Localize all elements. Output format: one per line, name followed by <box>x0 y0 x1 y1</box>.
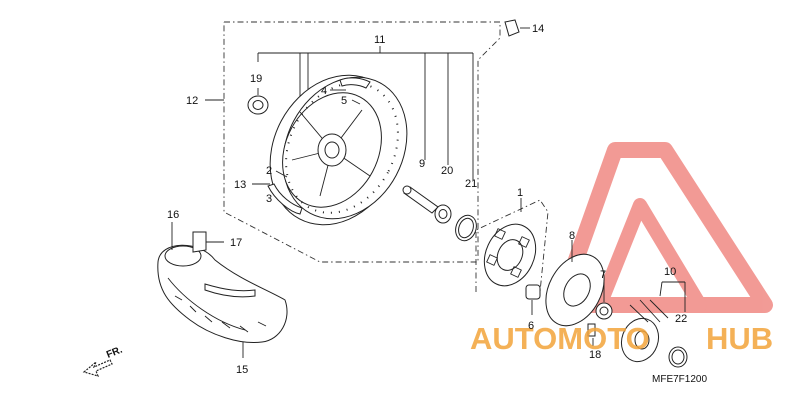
balance-weight-13 <box>267 77 371 215</box>
label-18: 18 <box>589 349 601 361</box>
o-ring-7 <box>595 280 613 320</box>
tyre-15 <box>157 244 288 358</box>
watermark-logo <box>552 142 773 313</box>
label-12: 12 <box>186 95 198 107</box>
label-17: 17 <box>230 237 242 249</box>
label-7: 7 <box>600 269 606 281</box>
seal-21 <box>455 214 477 242</box>
rim-band-17 <box>192 231 224 253</box>
label-15: 15 <box>236 364 248 376</box>
drawing-code: MFE7F1200 <box>652 374 707 385</box>
callout-10 <box>659 281 686 312</box>
watermark-text: AUTOMOTO HUB <box>470 321 773 356</box>
bolt-18 <box>587 323 596 346</box>
o-ring-hub <box>668 346 688 368</box>
label-13: 13 <box>234 179 246 191</box>
label-11: 11 <box>374 34 385 46</box>
hub-flange-22 <box>620 299 669 363</box>
leader-5 <box>351 99 361 105</box>
label-16: 16 <box>167 209 179 221</box>
label-9: 9 <box>419 158 425 170</box>
wheel-assembly-outline <box>223 21 501 263</box>
part-labels: 11 14 19 12 4 5 2 13 3 9 20 21 1 8 7 10 … <box>167 23 687 376</box>
label-2: 2 <box>266 165 272 177</box>
tube-16 <box>164 222 202 267</box>
direction-label: FR. <box>105 344 124 360</box>
label-1: 1 <box>517 187 523 199</box>
label-20: 20 <box>441 165 453 177</box>
bearing-20 <box>434 204 452 224</box>
spacer-9 <box>402 185 439 214</box>
label-3: 3 <box>266 193 272 205</box>
bearing-19 <box>247 88 269 115</box>
callout-11 <box>257 46 474 180</box>
watermark-text-left: AUTOMOTO <box>470 321 650 356</box>
label-21: 21 <box>465 178 477 190</box>
driven-flange-8 <box>545 240 605 327</box>
label-5: 5 <box>341 95 347 107</box>
label-8: 8 <box>569 230 575 242</box>
label-4: 4 <box>321 85 327 97</box>
label-22: 22 <box>675 313 687 325</box>
leader-2 <box>275 170 288 178</box>
hub-assembly-outline <box>475 199 549 293</box>
label-19: 19 <box>250 73 262 85</box>
watermark-text-right: HUB <box>706 321 773 356</box>
label-14: 14 <box>532 23 544 35</box>
label-10: 10 <box>664 266 676 278</box>
front-direction-arrow <box>82 359 113 377</box>
rear-wheel <box>269 74 408 226</box>
cap-14 <box>504 19 530 37</box>
damper-1 <box>483 223 537 287</box>
collar-6 <box>525 284 541 315</box>
label-6: 6 <box>528 320 534 332</box>
